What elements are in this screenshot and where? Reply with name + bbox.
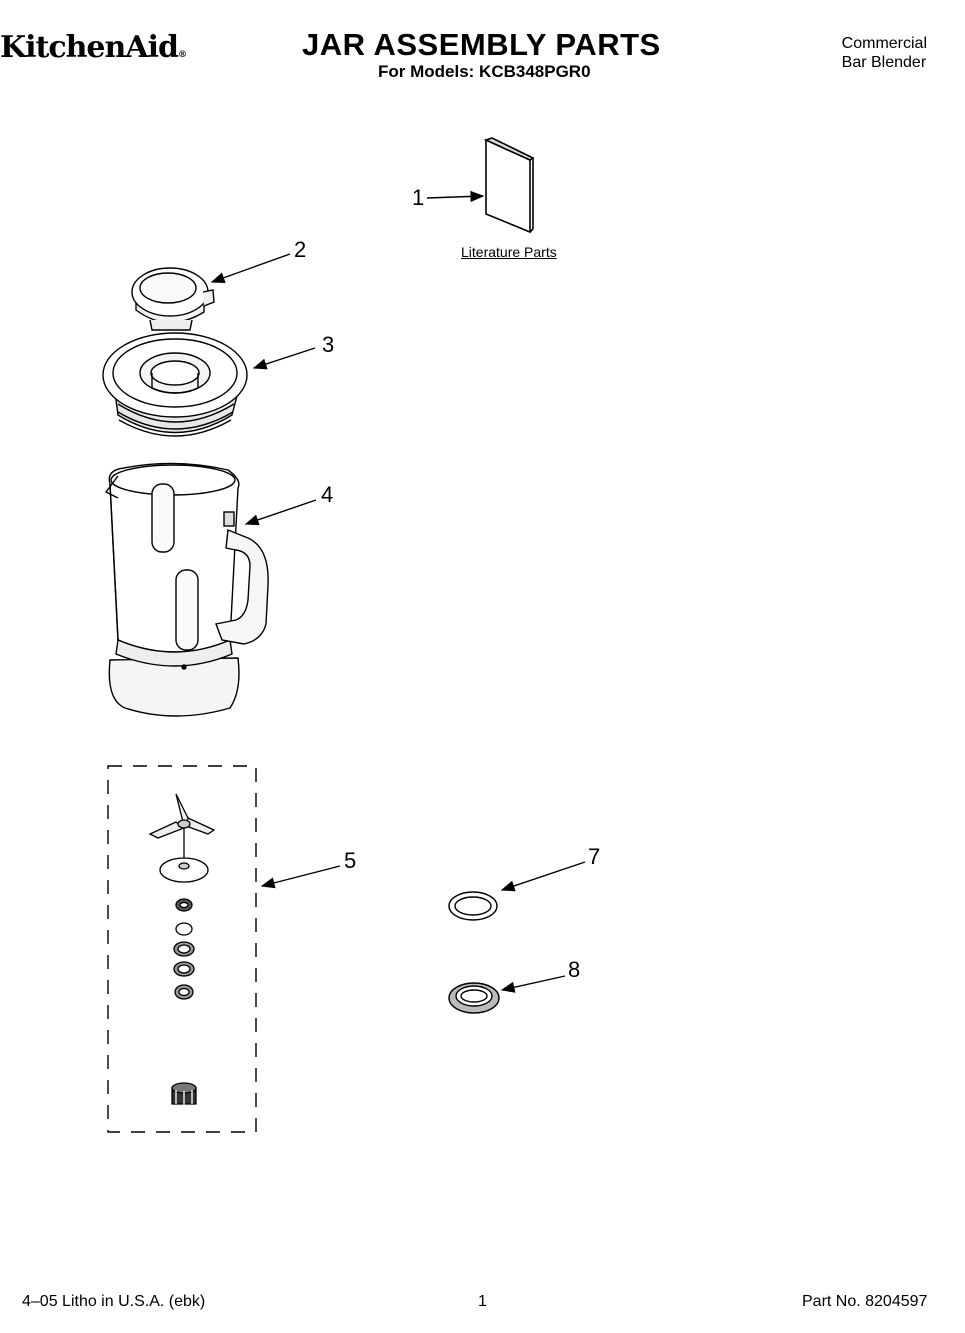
callout-4: 4: [321, 482, 334, 507]
leader-line-5: [260, 865, 341, 889]
blade-assembly-group: [107, 765, 257, 1133]
brand-name: KitchenAid: [0, 30, 179, 65]
print-info: 4–05 Litho in U.S.A. (ebk): [22, 1293, 206, 1310]
leader-line-3: [252, 347, 316, 370]
literature-parts-caption: Literature Parts: [461, 244, 557, 260]
callout-5: 5: [344, 848, 357, 873]
part-number: Part No. 8204597: [802, 1293, 928, 1310]
callout-2: 2: [294, 237, 307, 262]
leader-line-2: [210, 253, 291, 284]
callout-3: 3: [322, 332, 335, 357]
leader-line-4: [244, 499, 317, 526]
group-dashed-box: [107, 765, 257, 1133]
callout-7: 7: [588, 844, 601, 869]
callout-8: 8: [568, 957, 581, 982]
lid-cap: [131, 267, 215, 331]
jar-lid: [102, 332, 248, 437]
product-category: Commercial Bar Blender: [842, 34, 927, 72]
page-title: JAR ASSEMBLY PARTS: [302, 27, 661, 62]
blade-parts: [148, 793, 216, 1106]
brand-logo: KitchenAid®: [0, 28, 187, 75]
models-line: For Models: KCB348PGR0: [378, 62, 591, 81]
leader-line-1: [426, 190, 485, 203]
registered-mark: ®: [177, 50, 187, 60]
literature-booklet: [483, 137, 535, 234]
category-line-1: Commercial: [841, 35, 927, 52]
o-ring: [448, 891, 498, 921]
leader-line-8: [500, 975, 566, 993]
jar-seal: [448, 982, 500, 1014]
category-line-2: Bar Blender: [841, 54, 927, 71]
leader-line-7: [500, 861, 586, 892]
blender-jar: [104, 462, 269, 717]
page-number: 1: [478, 1293, 487, 1310]
callout-1: 1: [412, 185, 425, 210]
